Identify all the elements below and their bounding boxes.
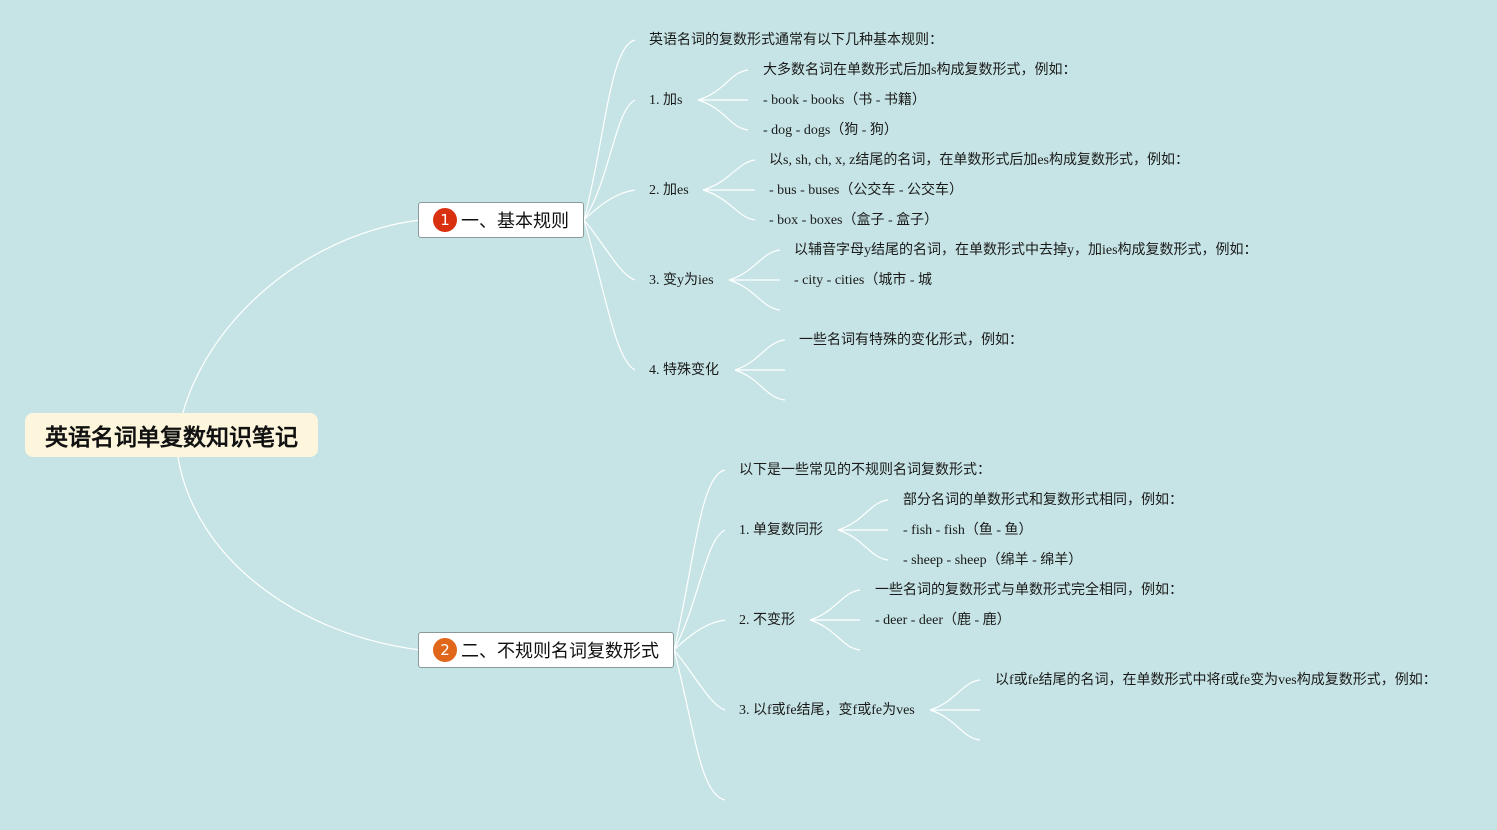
detail-text[interactable]: - bus - buses（公交车 - 公交车） — [769, 183, 964, 198]
topic-irregular-plurals[interactable]: 2 二、不规则名词复数形式 — [418, 632, 674, 668]
detail-text[interactable]: - deer - deer（鹿 - 鹿） — [875, 613, 1011, 628]
topic-label: 二、不规则名词复数形式 — [461, 641, 659, 662]
detail-text[interactable]: 一些名词的复数形式与单数形式完全相同，例如： — [875, 583, 1183, 598]
detail-text[interactable]: - fish - fish（鱼 - 鱼） — [903, 523, 1033, 538]
detail-text[interactable]: 以辅音字母y结尾的名词，在单数形式中去掉y，加ies构成复数形式，例如： — [794, 243, 1258, 258]
number-badge-1-icon: 1 — [433, 208, 457, 232]
topic-intro[interactable]: 以下是一些常见的不规则名词复数形式： — [739, 463, 991, 478]
detail-text[interactable]: 一些名词有特殊的变化形式，例如： — [799, 333, 1023, 348]
subtopic-y-to-ies[interactable]: 3. 变y为ies — [649, 273, 714, 288]
detail-text[interactable]: - sheep - sheep（绵羊 - 绵羊） — [903, 553, 1083, 568]
subtopic-same-form[interactable]: 1. 单复数同形 — [739, 523, 823, 538]
subtopic-add-es[interactable]: 2. 加es — [649, 183, 689, 198]
topic-basic-rules[interactable]: 1 一、基本规则 — [418, 202, 584, 238]
detail-text[interactable]: - box - boxes（盒子 - 盒子） — [769, 213, 939, 228]
number-badge-2-icon: 2 — [433, 638, 457, 662]
subtopic-add-s[interactable]: 1. 加s — [649, 93, 683, 108]
detail-text[interactable]: 部分名词的单数形式和复数形式相同，例如： — [903, 493, 1183, 508]
root-title: 英语名词单复数知识笔记 — [45, 425, 298, 451]
detail-text[interactable]: 以f或fe结尾的名词，在单数形式中将f或fe变为ves构成复数形式，例如： — [995, 673, 1437, 688]
topic-label: 一、基本规则 — [461, 211, 569, 232]
subtopic-unchanged[interactable]: 2. 不变形 — [739, 613, 795, 628]
detail-text[interactable]: - dog - dogs（狗 - 狗） — [763, 123, 898, 138]
subtopic-special-change[interactable]: 4. 特殊变化 — [649, 363, 719, 378]
detail-text[interactable]: 大多数名词在单数形式后加s构成复数形式，例如： — [763, 63, 1077, 78]
topic-intro[interactable]: 英语名词的复数形式通常有以下几种基本规则： — [649, 33, 943, 48]
detail-text[interactable]: - book - books（书 - 书籍） — [763, 93, 926, 108]
subtopic-f-fe-to-ves[interactable]: 3. 以f或fe结尾，变f或fe为ves — [739, 703, 915, 718]
detail-text[interactable]: - city - cities（城市 - 城 — [794, 273, 933, 288]
detail-text[interactable]: 以s, sh, ch, x, z结尾的名词，在单数形式后加es构成复数形式，例如… — [769, 153, 1189, 168]
root-topic[interactable]: 英语名词单复数知识笔记 — [25, 413, 318, 457]
